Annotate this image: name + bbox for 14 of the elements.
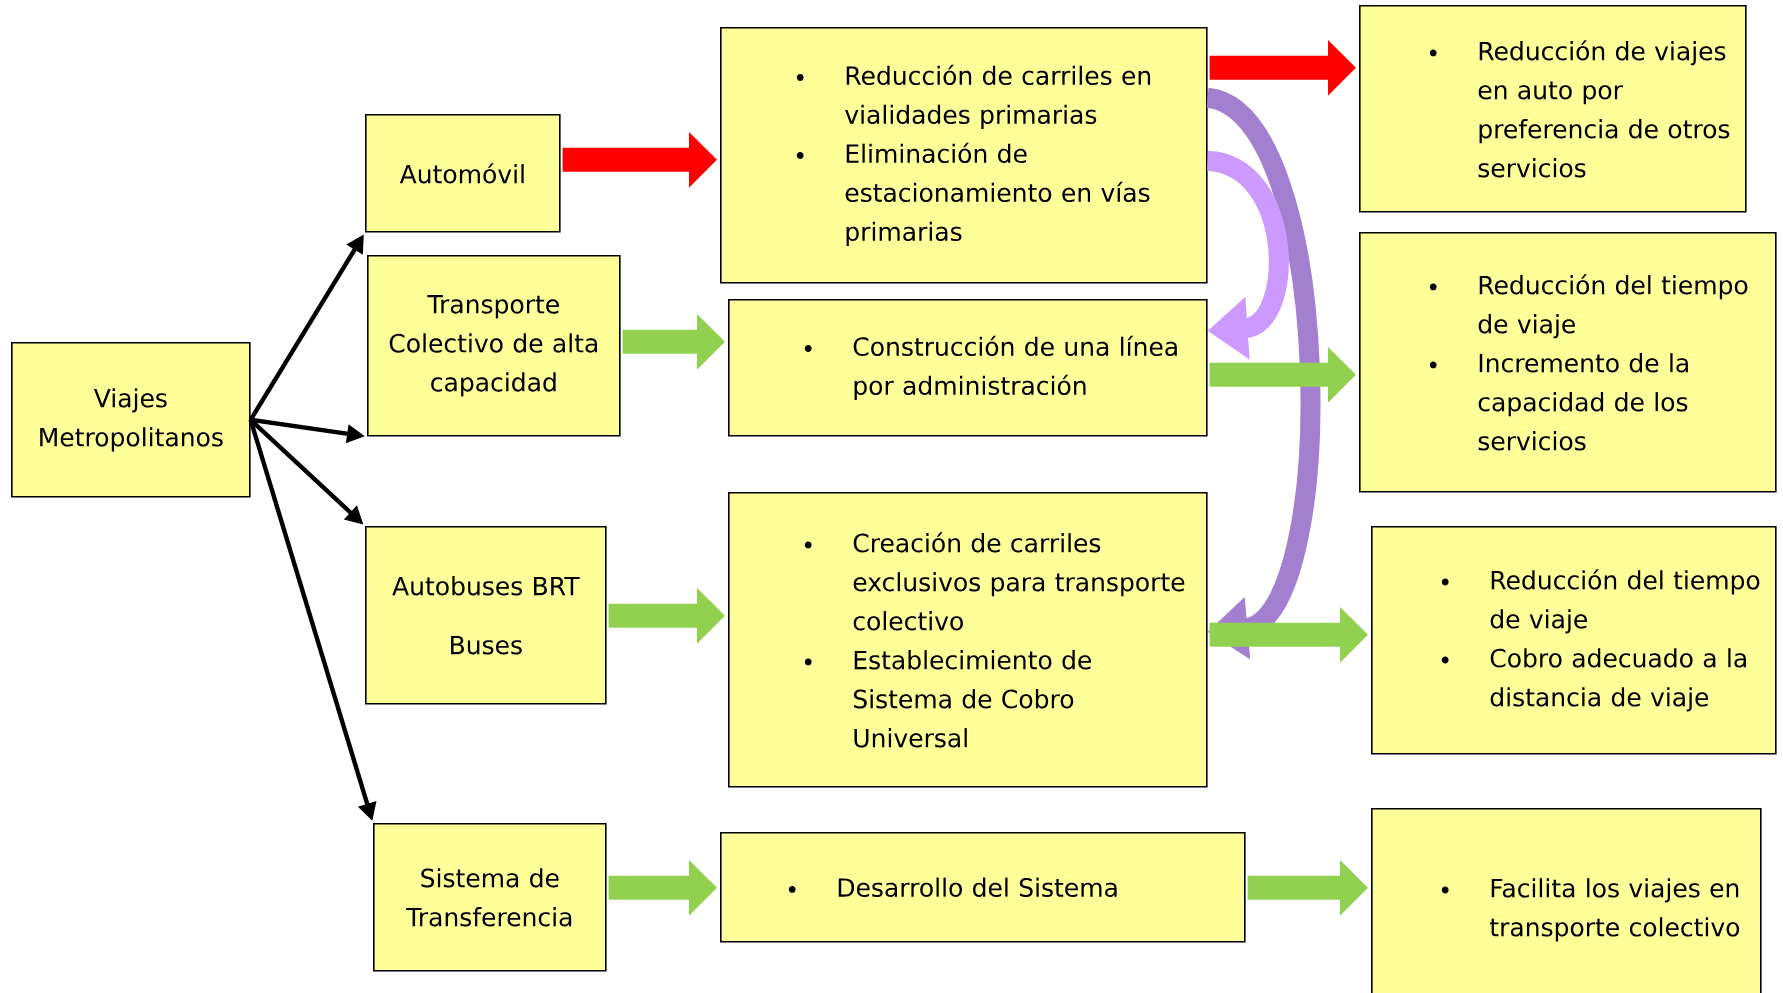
curved-arrow (1205, 151, 1289, 360)
mode-box: Transporte Colectivo de alta capacidad (367, 255, 621, 437)
mode-box: Sistema de Transferencia (373, 823, 607, 972)
mode-box: Autobuses BRT Buses (365, 526, 607, 705)
action-box: Construcción de una línea por administración (728, 299, 1208, 437)
source-box: Viajes Metropolitanos (11, 342, 251, 498)
action-box: Reducción de carriles en vialidades primarias Eliminación de estacionamiento en vías primarias (720, 27, 1208, 284)
result-box: Facilita los viajes en transporte colectivo (1371, 808, 1762, 993)
result-box: Reducción de viajes en auto por preferencia de otros servicios (1359, 5, 1747, 213)
result-box: Reducción del tiempo de viaje Incremento de la capacidad de los servicios (1359, 232, 1777, 493)
result-box: Reducción del tiempo de viaje Cobro adecuado a la distancia de viaje (1371, 526, 1777, 755)
mode-box: Automóvil (365, 114, 561, 233)
action-box: Creación de carriles exclusivos para transporte colectivo Establecimiento de Sistema de Cobro Universal (728, 492, 1208, 788)
action-box: Desarrollo del Sistema (720, 832, 1246, 943)
